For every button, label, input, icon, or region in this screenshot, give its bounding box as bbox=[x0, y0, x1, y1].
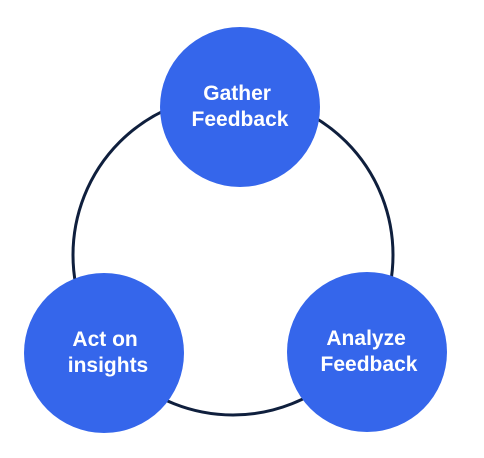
node-gather-circle bbox=[160, 27, 320, 187]
node-analyze-line1: Analyze bbox=[326, 327, 405, 350]
node-analyze-feedback: Analyze Feedback bbox=[287, 272, 447, 432]
node-act-label: Act on insights bbox=[68, 328, 149, 377]
node-act-circle bbox=[24, 273, 184, 433]
node-gather-line2: Feedback bbox=[192, 108, 289, 131]
node-act-line1: Act on bbox=[72, 328, 137, 351]
node-gather-feedback: Gather Feedback bbox=[160, 27, 320, 187]
node-analyze-circle bbox=[287, 272, 447, 432]
node-gather-line1: Gather bbox=[203, 82, 271, 105]
node-act-line2: insights bbox=[68, 354, 149, 377]
node-analyze-line2: Feedback bbox=[321, 353, 418, 376]
node-analyze-label: Analyze Feedback bbox=[321, 327, 418, 376]
node-act-on-insights: Act on insights bbox=[24, 273, 184, 433]
node-gather-label: Gather Feedback bbox=[192, 82, 289, 131]
